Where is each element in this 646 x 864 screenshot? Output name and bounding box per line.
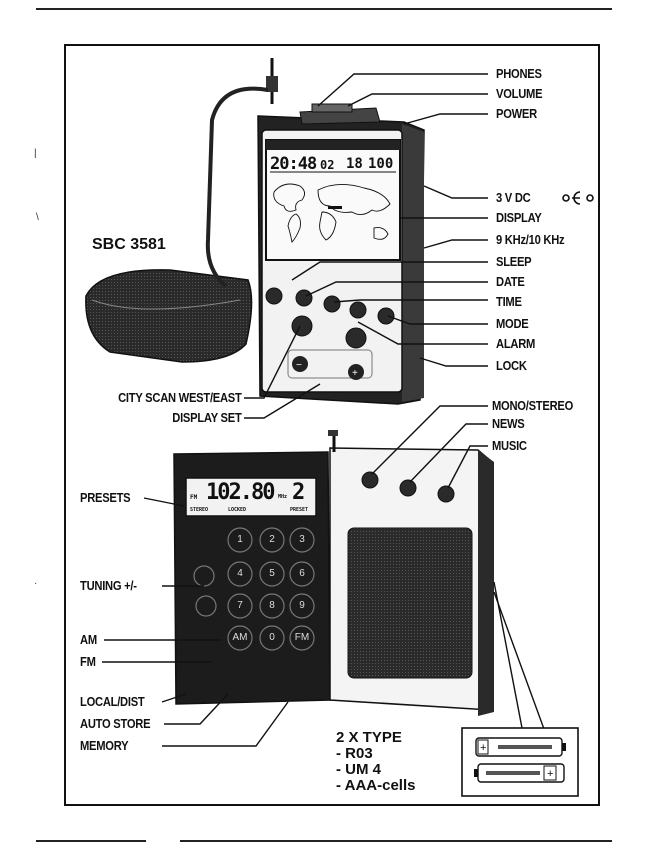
control-buttons — [265, 287, 395, 349]
world-receiver: − + — [85, 58, 425, 405]
radio-unit — [173, 430, 494, 716]
radio-lcd — [185, 477, 317, 517]
lcd-screen — [265, 139, 401, 261]
margin-mark: · — [34, 578, 38, 589]
svg-text:+: + — [352, 368, 358, 379]
bottom-rule-right — [180, 840, 612, 842]
antenna-cable — [205, 86, 269, 288]
radio-unit: MHz — [278, 494, 288, 500]
label-volume: VOLUME — [496, 86, 543, 101]
carry-case — [85, 269, 253, 363]
key-4: 4 — [237, 568, 243, 579]
clock-date: 18 — [346, 156, 363, 172]
svg-text:−: − — [296, 360, 302, 371]
key-0: 0 — [269, 632, 275, 643]
keypad-rings — [193, 527, 315, 651]
label-city-scan: CITY SCAN WEST/EAST — [118, 390, 243, 405]
clock-year: 100 — [368, 156, 394, 172]
radio-locked: LOCKED — [228, 507, 247, 513]
label-music: MUSIC — [492, 438, 527, 453]
side-buttons — [361, 471, 455, 503]
label-time: TIME — [496, 294, 522, 309]
battery-um4: - UM 4 — [336, 761, 381, 778]
svg-text:+: + — [547, 768, 553, 780]
key-8: 8 — [269, 600, 275, 611]
clock-time: 20:48 — [270, 154, 317, 174]
radio-frequency: 102.80 — [206, 480, 275, 505]
label-news: NEWS — [492, 416, 525, 431]
key-am: AM — [232, 632, 248, 643]
label-local-dist: LOCAL/DIST — [80, 694, 145, 709]
key-fm: FM — [294, 632, 310, 643]
speaker-grille — [347, 527, 473, 679]
svg-text:+: + — [480, 742, 486, 754]
key-9: 9 — [299, 600, 305, 611]
label-dc: 3 V DC — [496, 190, 531, 205]
key-1: 1 — [237, 534, 243, 545]
key-3: 3 — [299, 534, 305, 545]
battery-box: + + — [461, 727, 579, 797]
key-7: 7 — [237, 600, 243, 611]
key-2: 2 — [269, 534, 275, 545]
dc-jack-symbol — [562, 191, 594, 205]
radio-stereo: STEREO — [190, 507, 209, 513]
label-alarm: ALARM — [496, 336, 536, 351]
label-mode: MODE — [496, 316, 529, 331]
clock-seconds: 02 — [320, 158, 335, 172]
label-display: DISPLAY — [496, 210, 542, 225]
battery-type: 2 X TYPE — [336, 729, 402, 746]
label-auto-store: AUTO STORE — [80, 716, 151, 731]
model-name: SBC 3581 — [92, 236, 166, 253]
margin-mark: | — [34, 148, 37, 159]
battery-info: 2 X TYPE - R03 - UM 4 - AAA-cells — [336, 730, 415, 794]
radio-band: FM — [190, 494, 198, 501]
margin-mark: \ — [36, 212, 39, 223]
key-6: 6 — [299, 568, 305, 579]
battery-aaa: - AAA-cells — [336, 777, 416, 794]
label-phones: PHONES — [496, 66, 542, 81]
label-power: POWER — [496, 106, 537, 121]
label-khz: 9 KHz/10 KHz — [496, 232, 565, 247]
label-memory: MEMORY — [80, 738, 129, 753]
battery-r03: - R03 — [336, 745, 373, 762]
radio-preset-tag: PRESET — [290, 507, 309, 513]
radio-preset: 2 — [292, 480, 306, 505]
key-5: 5 — [269, 568, 275, 579]
label-display-set: DISPLAY SET — [172, 410, 242, 425]
leader-lines-bottom — [102, 405, 549, 747]
label-am: AM — [80, 632, 97, 647]
leader-lines-top — [244, 73, 488, 419]
label-lock: LOCK — [496, 358, 527, 373]
label-mono-stereo: MONO/STEREO — [492, 398, 574, 413]
label-tuning: TUNING +/- — [80, 578, 137, 593]
label-sleep: SLEEP — [496, 254, 532, 269]
label-date: DATE — [496, 274, 525, 289]
bottom-rule-left — [36, 840, 146, 842]
label-presets: PRESETS — [80, 490, 131, 505]
top-rule — [36, 8, 612, 10]
diagram-frame — [64, 44, 600, 806]
label-fm: FM — [80, 654, 96, 669]
